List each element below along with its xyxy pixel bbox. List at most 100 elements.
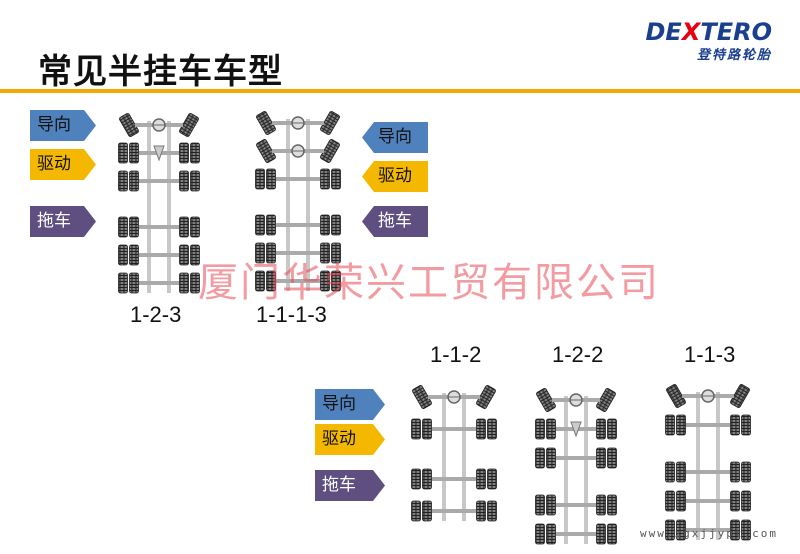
drive-differential-icon: [153, 145, 165, 162]
legend-steer-tag-3: 导向: [315, 389, 385, 420]
tire: [411, 500, 421, 522]
watermark-text: 厦门华荣兴工贸有限公司: [198, 260, 660, 306]
tire: [741, 461, 751, 483]
tire: [179, 113, 199, 137]
tire: [546, 418, 556, 440]
tire: [118, 170, 128, 192]
tire: [320, 242, 330, 264]
tire: [190, 142, 200, 164]
legend-trailer-tag-3: 拖车: [315, 470, 385, 501]
site-url: www.zgxjjypt.com: [640, 527, 778, 540]
tire: [730, 384, 750, 408]
tire: [129, 272, 139, 294]
frame-rail: [147, 121, 151, 293]
title-underline: [0, 89, 800, 93]
tire: [422, 418, 432, 440]
tire: [331, 242, 341, 264]
tire: [596, 447, 606, 469]
frame-rail: [584, 396, 588, 544]
tire: [331, 168, 341, 190]
tire: [476, 468, 486, 490]
tire: [676, 490, 686, 512]
drive-differential-icon: [570, 421, 582, 438]
tire: [730, 461, 740, 483]
tire: [179, 170, 189, 192]
tire: [118, 216, 128, 238]
tire: [596, 494, 606, 516]
tire: [266, 242, 276, 264]
frame-rail: [564, 396, 568, 544]
tire: [129, 170, 139, 192]
tire: [596, 388, 616, 412]
tire: [607, 523, 617, 545]
tire: [190, 244, 200, 266]
tire: [730, 414, 740, 436]
tire: [179, 142, 189, 164]
tire: [190, 216, 200, 238]
tire: [320, 111, 340, 135]
tire: [607, 494, 617, 516]
config-code-1-1-3: 1-1-3: [684, 342, 736, 367]
tire: [119, 113, 139, 137]
frame-rail: [306, 119, 310, 291]
tire: [535, 523, 545, 545]
tire: [129, 216, 139, 238]
tire: [179, 244, 189, 266]
tire: [422, 500, 432, 522]
tire: [320, 214, 330, 236]
frame-rail: [167, 121, 171, 293]
tire: [607, 418, 617, 440]
legend-drive-tag-3: 驱动: [315, 424, 385, 455]
frame-rail: [696, 392, 700, 540]
tire: [320, 139, 340, 163]
frame-rail: [286, 119, 290, 291]
tire: [535, 494, 545, 516]
frame-rail: [716, 392, 720, 540]
tire: [255, 214, 265, 236]
tire: [546, 523, 556, 545]
brand-wordmark: DEXTERO: [645, 18, 773, 46]
legend-drive-tag: 驱动: [30, 149, 96, 180]
tire: [179, 216, 189, 238]
tire: [255, 168, 265, 190]
frame-rail: [462, 393, 466, 521]
tire: [190, 272, 200, 294]
tire: [118, 142, 128, 164]
tire: [665, 519, 675, 541]
tire: [665, 490, 675, 512]
tire: [256, 111, 276, 135]
tire: [255, 270, 265, 292]
tire: [190, 170, 200, 192]
tire: [118, 244, 128, 266]
tire: [487, 468, 497, 490]
tire: [129, 244, 139, 266]
tire: [607, 447, 617, 469]
tire: [676, 461, 686, 483]
tire: [730, 519, 740, 541]
brand-logo: DEXTERO 登特路轮胎: [646, 18, 773, 63]
config-code-1-1-2: 1-1-2: [430, 342, 482, 367]
tire: [118, 272, 128, 294]
tire: [266, 270, 276, 292]
tire: [411, 418, 421, 440]
legend-trailer-tag-2: 拖车: [362, 206, 428, 237]
tire: [665, 461, 675, 483]
tire: [487, 500, 497, 522]
tire: [546, 494, 556, 516]
tire: [730, 490, 740, 512]
tire: [741, 490, 751, 512]
tire: [666, 384, 686, 408]
tire: [535, 418, 545, 440]
tire: [331, 214, 341, 236]
brand-subtitle: 登特路轮胎: [696, 48, 772, 63]
tire: [129, 142, 139, 164]
tire: [320, 270, 330, 292]
tire: [741, 414, 751, 436]
page-title: 常见半挂车车型: [38, 52, 283, 92]
tire: [535, 447, 545, 469]
tire: [741, 519, 751, 541]
legend-drive-tag-2: 驱动: [362, 161, 428, 192]
tire: [266, 168, 276, 190]
tire: [596, 418, 606, 440]
